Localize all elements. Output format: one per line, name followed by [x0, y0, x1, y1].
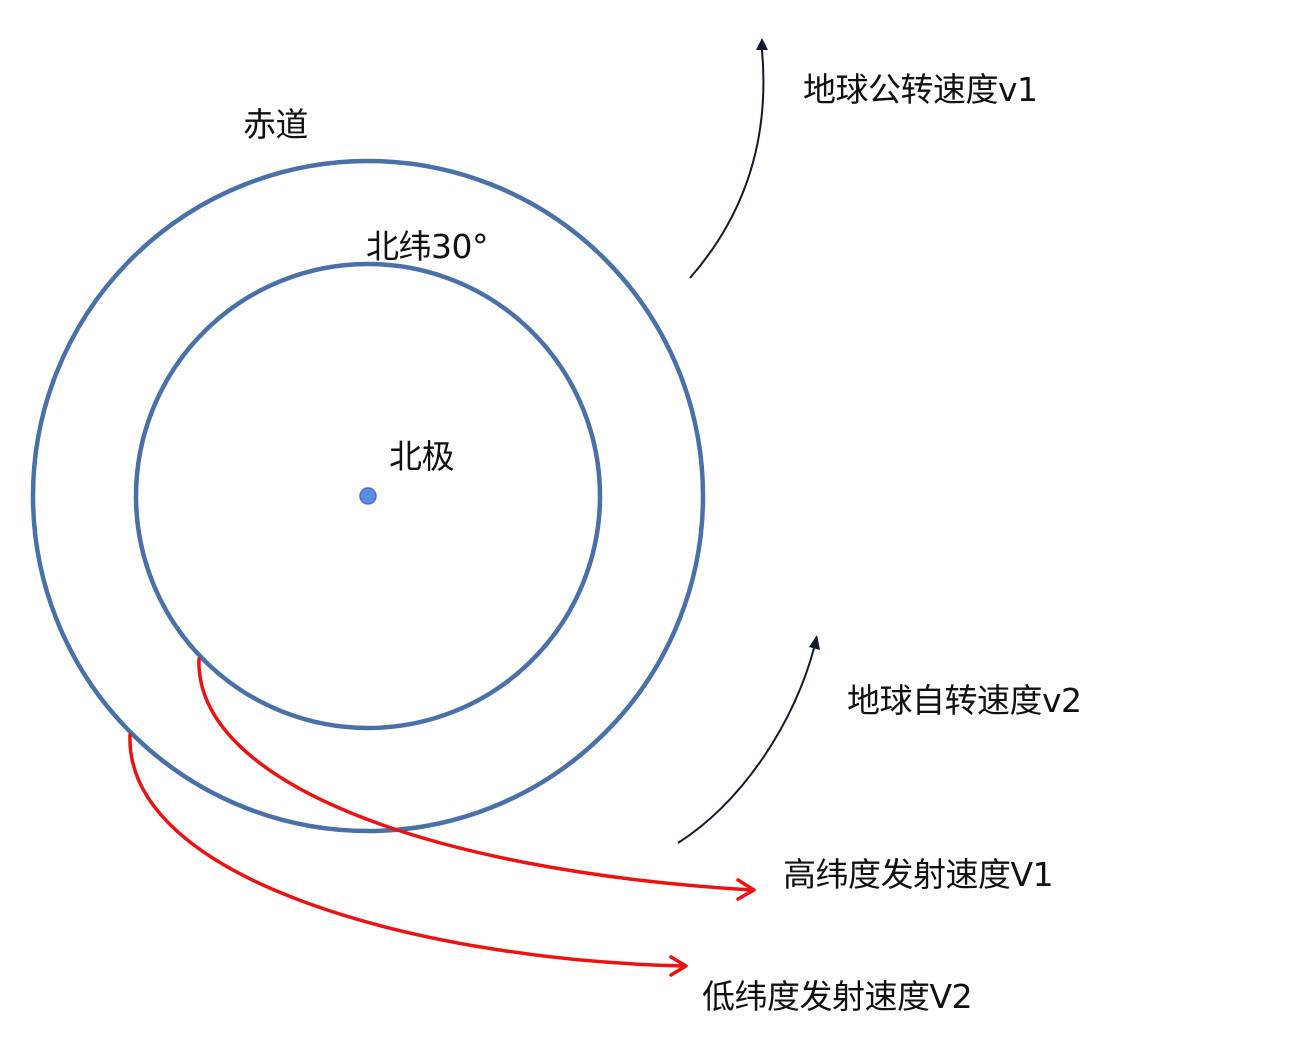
orbital-velocity-arrow	[689, 38, 768, 279]
low-latitude-launch-arrow	[128, 733, 688, 977]
north-pole-dot	[359, 487, 377, 505]
equator-circle	[30, 158, 706, 834]
rotation-velocity-label: 地球自转速度v2	[847, 681, 1082, 720]
equator-label: 赤道	[243, 105, 309, 144]
orbital-velocity-label: 地球公转速度v1	[803, 70, 1038, 109]
latitude-30-label: 北纬30°	[366, 227, 489, 266]
high-latitude-launch-arrow	[197, 657, 756, 901]
low-latitude-launch-label: 低纬度发射速度V2	[702, 977, 973, 1016]
rotation-velocity-arrow	[677, 635, 820, 844]
north-pole-label: 北极	[389, 437, 455, 476]
latitude-30-circle	[133, 261, 603, 731]
high-latitude-launch-label: 高纬度发射速度V1	[783, 855, 1054, 894]
